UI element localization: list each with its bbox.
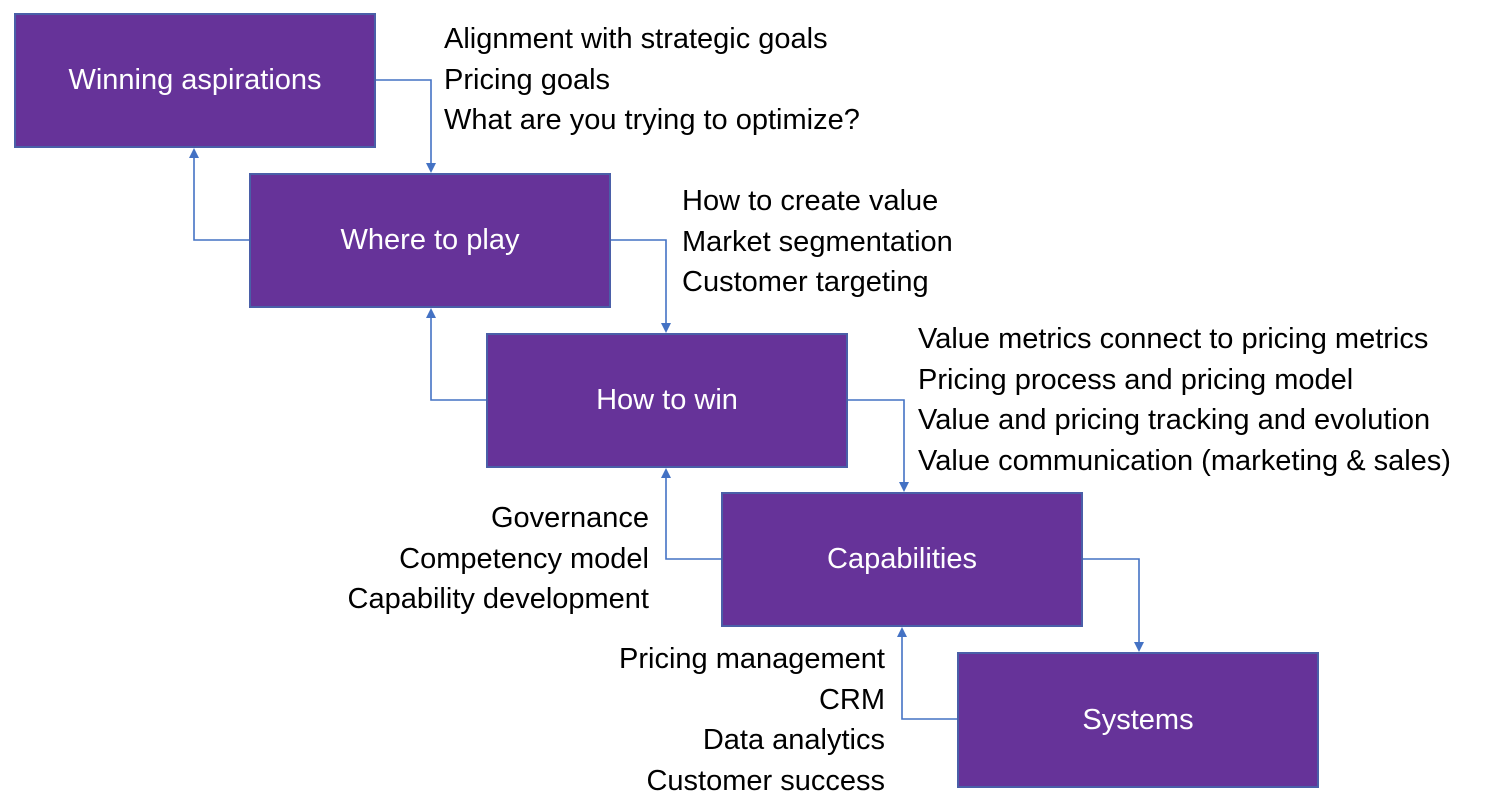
arrowhead-up [426, 308, 436, 318]
arrowhead-down [426, 163, 436, 173]
note-item: CRM [818, 683, 885, 716]
arrow-where-to-how [611, 239, 667, 326]
arrow-systems-to-capabilities [901, 634, 958, 720]
note-item: Value and pricing tracking and evolution [918, 404, 1431, 436]
note-item: Value metrics connect to pricing metrics [918, 323, 1429, 355]
note-item: Governance [491, 502, 649, 534]
note-item: What are you trying to optimize? [444, 104, 860, 136]
arrow-capabilities-to-systems [1083, 558, 1140, 645]
note-item: Customer success [646, 764, 885, 797]
note-item: Data analytics [702, 724, 885, 756]
note-item: Capability development [347, 583, 649, 615]
where-to-play-box: Where to play [249, 173, 611, 308]
note-item: Customer targeting [682, 266, 929, 298]
where-to-play-notes: How to create value Market segmentation … [682, 181, 953, 303]
winning-aspirations-box: Winning aspirations [14, 13, 376, 148]
arrow-how-to-capabilities [848, 399, 905, 485]
winning-aspirations-notes: Alignment with strategic goals Pricing g… [444, 19, 860, 141]
note-item: Market segmentation [682, 225, 953, 258]
arrowhead-down [1134, 642, 1144, 652]
capabilities-notes: Governance Competency model Capability d… [348, 498, 649, 620]
how-to-win-notes: Value metrics connect to pricing metrics… [918, 319, 1451, 481]
note-item: Pricing management [619, 643, 885, 675]
winning-aspirations-label: Winning aspirations [68, 64, 322, 96]
arrow-how-to-where [430, 315, 487, 401]
capabilities-box: Capabilities [721, 492, 1083, 627]
arrowhead-up [897, 627, 907, 637]
how-to-win-box: How to win [486, 333, 848, 468]
capabilities-label: Capabilities [827, 543, 977, 575]
systems-label: Systems [1082, 703, 1194, 736]
note-item: Pricing process and pricing model [918, 363, 1354, 396]
note-item: Pricing goals [444, 63, 611, 96]
arrowhead-down [661, 323, 671, 333]
note-item: How to create value [682, 185, 939, 217]
where-to-play-label: Where to play [340, 224, 520, 256]
arrowhead-down [899, 482, 909, 492]
note-item: Value communication (marketing & sales) [918, 444, 1451, 477]
arrow-where-to-aspirations [193, 155, 250, 241]
systems-notes: Pricing management CRM Data analytics Cu… [619, 639, 885, 801]
how-to-win-label: How to win [596, 384, 738, 416]
arrowhead-up [661, 468, 671, 478]
arrow-capabilities-to-how [665, 475, 722, 560]
note-item: Competency model [399, 542, 649, 575]
systems-box: Systems [957, 652, 1319, 788]
arrowhead-up [189, 148, 199, 158]
note-item: Alignment with strategic goals [444, 23, 828, 55]
arrow-aspirations-to-where [376, 79, 432, 166]
